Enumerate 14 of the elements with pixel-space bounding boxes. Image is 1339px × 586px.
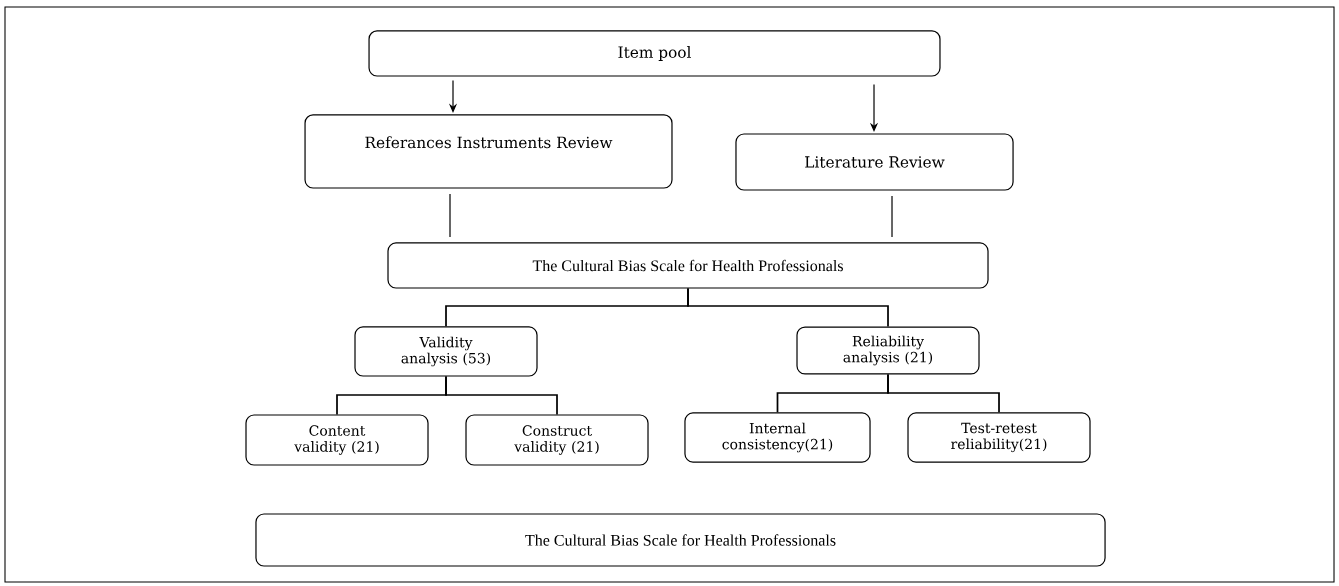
process-box: Validity analysis (53) — [354, 326, 538, 377]
process-box: Content validity (21) — [245, 414, 429, 466]
connector-line — [687, 287, 889, 328]
title-box: The Cultural Bias Scale for Health Professionals — [387, 242, 989, 289]
process-box: Literature Review — [735, 133, 1014, 191]
process-box: Internal consistency(21) — [684, 412, 871, 463]
title-box: The Cultural Bias Scale for Health Professionals — [255, 513, 1106, 567]
connector-line — [887, 373, 1000, 414]
connector-line — [445, 375, 558, 416]
process-box: Item pool — [368, 30, 941, 77]
process-box: Referances Instruments Review — [304, 114, 673, 189]
process-box: Construct validity (21) — [465, 414, 649, 466]
process-box: Test-retest reliability(21) — [907, 412, 1091, 463]
process-box: Reliability analysis (21) — [796, 326, 980, 375]
